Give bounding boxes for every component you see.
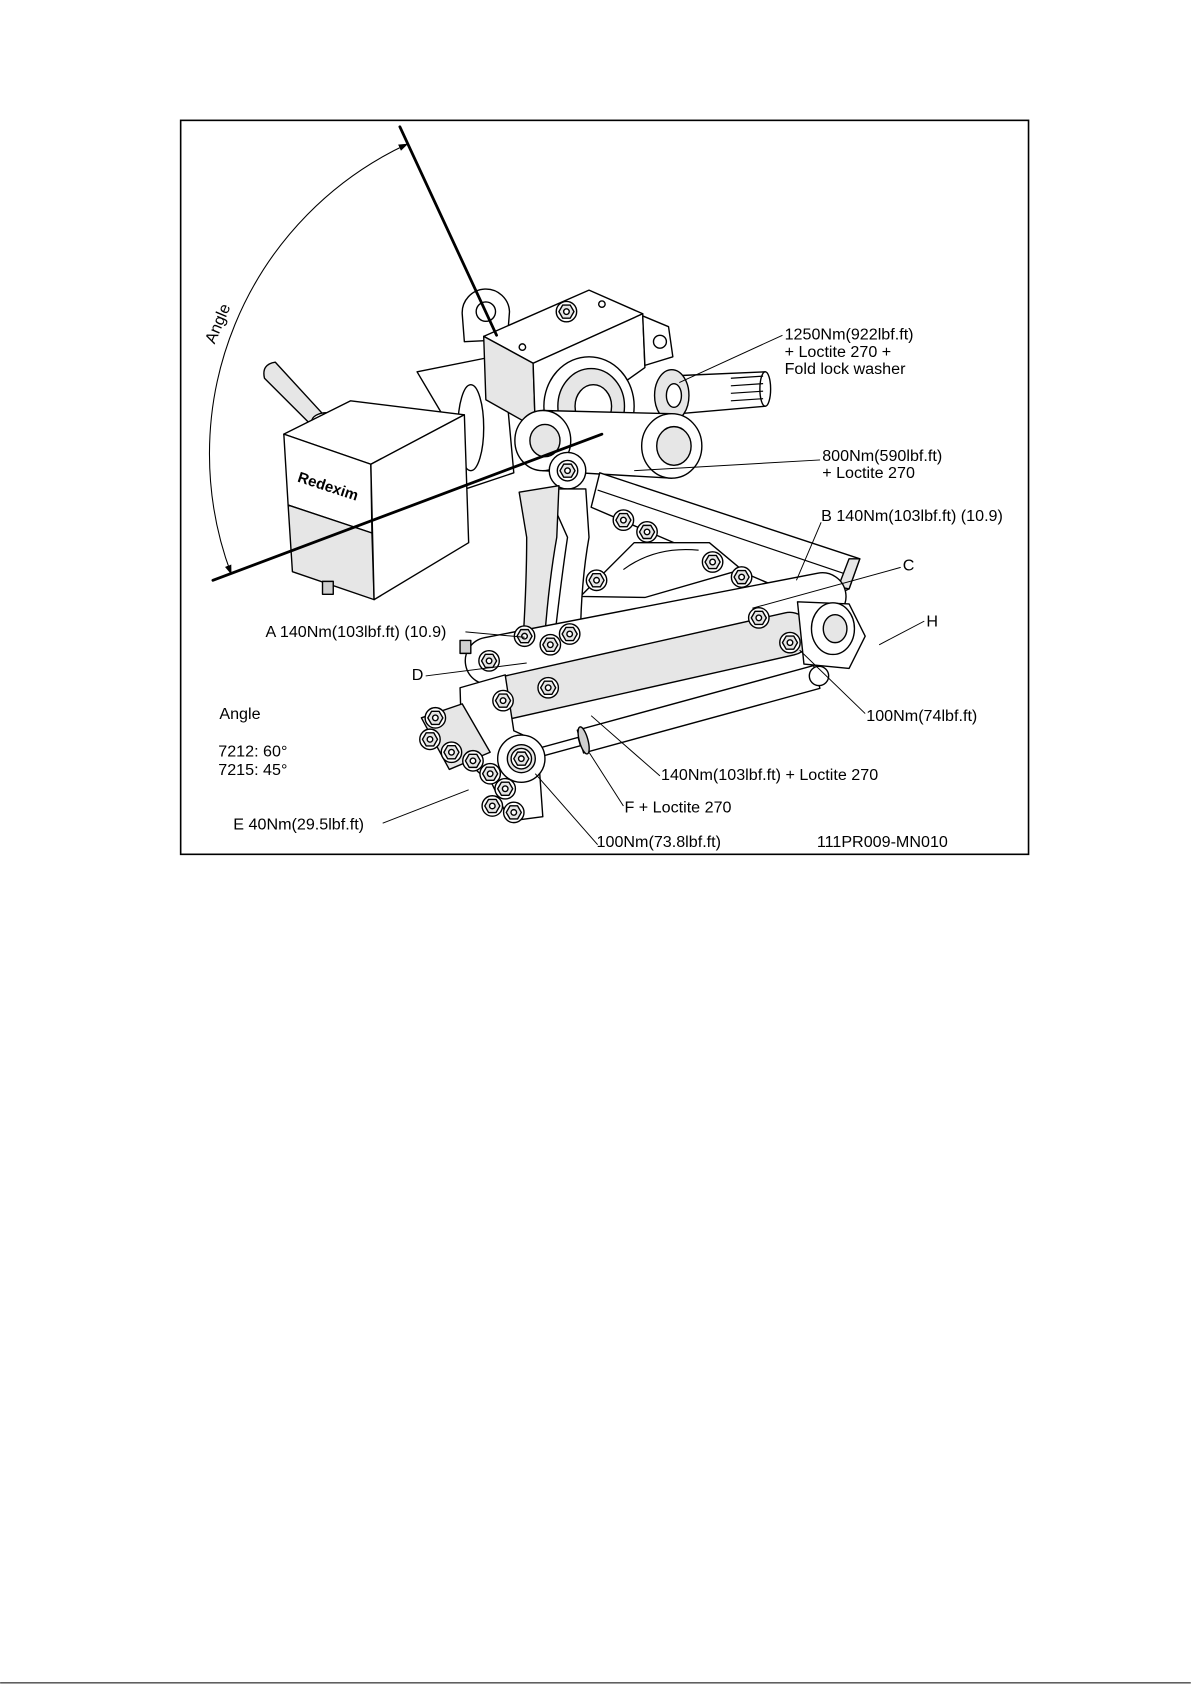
callout-a: A 140Nm(103lbf.ft) (10.9) [266, 623, 447, 641]
bracket-slot [460, 640, 471, 653]
shaft-collar-bore [666, 384, 681, 408]
bolt-e [495, 779, 515, 799]
lower-link-nut [493, 690, 513, 710]
callout-100-738: 100Nm(73.8lbf.ft) [597, 833, 721, 851]
callout-1250-line1: 1250Nm(922lbf.ft) [785, 326, 914, 344]
angle-table-row: 7212: 60° [218, 743, 287, 761]
rod-eye-bolt [511, 748, 531, 768]
torque-link-right-bore [657, 427, 691, 466]
gearbox-top-hole [599, 301, 605, 307]
lower-link-nut [538, 678, 558, 698]
label-c: C [903, 557, 915, 575]
beam-nut [702, 552, 722, 572]
link-end-nut [780, 632, 800, 652]
callout-b: B 140Nm(103lbf.ft) (10.9) [821, 507, 1003, 525]
bolt-e [420, 729, 440, 749]
label-h: H [926, 613, 938, 631]
center-nut [557, 460, 577, 480]
callout-1250-line3: Fold lock washer [785, 360, 907, 378]
bolt-e [480, 764, 500, 784]
leader-h [879, 621, 924, 645]
leader-e [383, 790, 469, 823]
gearbox-top-hole [519, 344, 525, 350]
angle-table-title: Angle [219, 705, 260, 723]
motor-box: Redexim [284, 401, 469, 600]
bolt-e [482, 796, 502, 816]
callout-800-line2: + Loctite 270 [822, 464, 915, 482]
motor-box-foot [323, 581, 334, 594]
bolt-e [425, 708, 445, 728]
gearbox-side-lug-hole [653, 335, 666, 348]
right-bracket-bore [823, 615, 847, 643]
shaft-end [760, 372, 771, 406]
leader-f [589, 752, 623, 806]
drawing-number: 111PR009-MN010 [817, 833, 948, 851]
bolt-b [731, 567, 751, 587]
leader-100-738 [535, 774, 597, 845]
callout-140-loctite: 140Nm(103lbf.ft) + Loctite 270 [661, 766, 878, 784]
angle-line-upper [400, 127, 497, 335]
callout-800-line1: 800Nm(590lbf.ft) [822, 447, 942, 465]
callout-100-74: 100Nm(74lbf.ft) [866, 707, 977, 725]
callout-f: F + Loctite 270 [624, 798, 731, 816]
bolt-e [463, 751, 483, 771]
gearbox-top-bolt [556, 301, 576, 321]
bolt-a [559, 624, 579, 644]
label-d: D [412, 666, 424, 684]
angle-table-row: 7215: 45° [218, 761, 287, 779]
callout-e: E 40Nm(29.5lbf.ft) [233, 816, 364, 834]
beam-nut [637, 522, 657, 542]
bolt-e [504, 802, 524, 822]
callout-1250-line2: + Loctite 270 + [785, 343, 892, 361]
beam-nut [613, 510, 633, 530]
bolt-a [540, 635, 560, 655]
brace-nut [586, 570, 606, 590]
link-end-nut [749, 608, 769, 628]
bolt-e [441, 742, 461, 762]
